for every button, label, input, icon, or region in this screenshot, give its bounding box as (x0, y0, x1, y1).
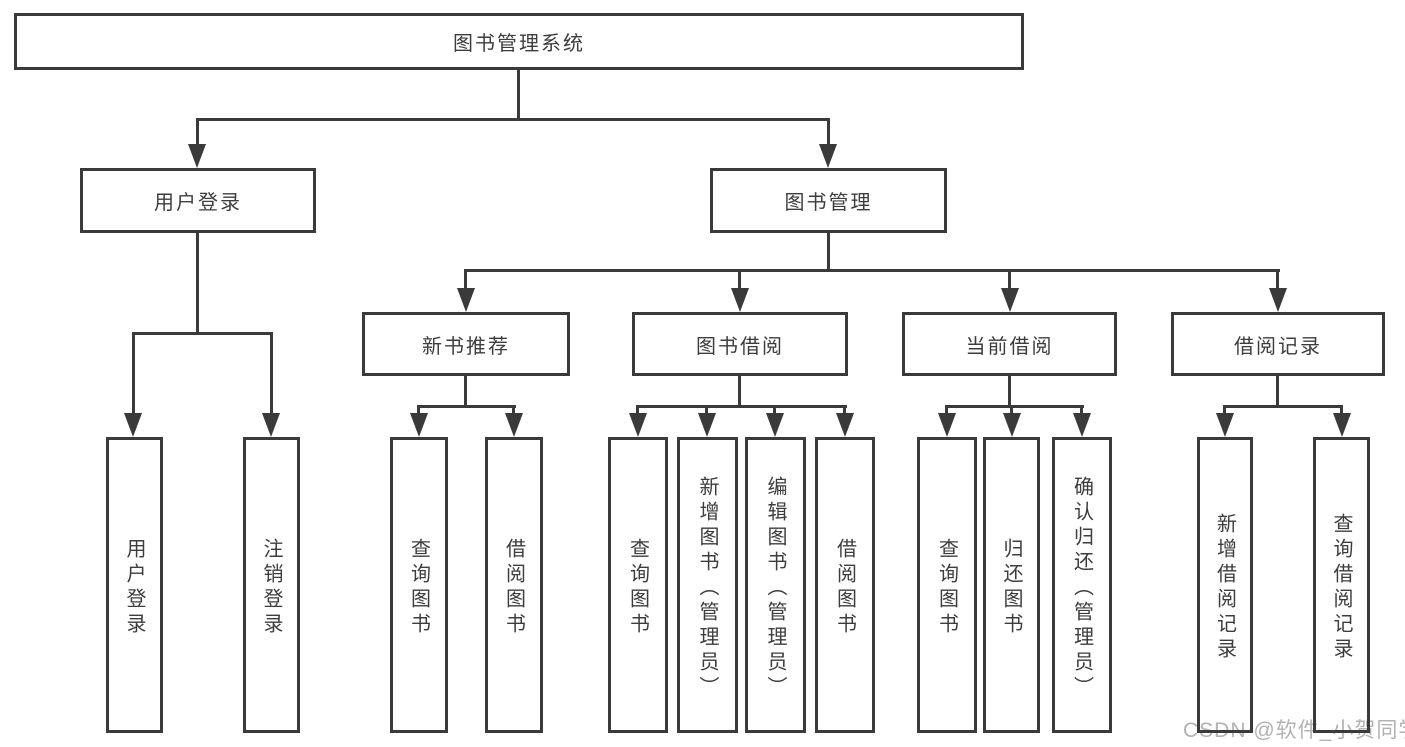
node-borrow-records-label: 借阅记录 (1234, 335, 1322, 358)
node-user-login-label: 用户登录 (154, 192, 242, 214)
node-current-borrow-label: 当前借阅 (965, 335, 1054, 358)
connector-line (517, 70, 520, 120)
connector-line (417, 405, 420, 415)
arrowhead-icon (1003, 413, 1021, 437)
node-book-management-label: 图书管理 (784, 192, 873, 214)
arrowhead-icon (188, 144, 206, 168)
leaf-logout: 注销登录 (243, 437, 300, 733)
leaf-user-login: 用户登录 (106, 437, 163, 733)
arrowhead-icon (1269, 288, 1287, 312)
leaf-bb-query-books-label: 查询图书 (626, 538, 649, 638)
leaf-br-add-record-label: 新增借阅记录 (1213, 513, 1236, 663)
leaf-bb-query-books: 查询图书 (608, 437, 668, 733)
arrowhead-icon (938, 413, 956, 437)
arrowhead-icon (836, 413, 854, 437)
arrowhead-icon (698, 413, 716, 437)
connector-line (843, 405, 846, 415)
leaf-cb-return-books-label: 归还图书 (1000, 538, 1022, 638)
node-root-label: 图书管理系统 (453, 33, 585, 55)
leaf-nb-query-books-label: 查询图书 (407, 538, 430, 638)
connector-line (464, 376, 467, 408)
connector-line (773, 405, 776, 415)
connector-line (945, 405, 1084, 408)
arrowhead-icon (819, 144, 837, 168)
leaf-logout-label: 注销登录 (260, 538, 282, 638)
csdn-watermark: CSDN @软件_小贺同学 (1183, 719, 1405, 742)
leaf-cb-query-books: 查询图书 (917, 437, 977, 733)
leaf-cb-return-books: 归还图书 (983, 437, 1040, 733)
leaf-bb-borrow-books-label: 借阅图书 (833, 538, 856, 638)
node-new-book-recommend-label: 新书推荐 (422, 335, 510, 358)
connector-line (827, 118, 830, 146)
arrowhead-icon (262, 413, 280, 437)
arrowhead-icon (410, 413, 428, 437)
connector-line (196, 118, 830, 121)
arrowhead-icon (1073, 413, 1091, 437)
connector-line (196, 233, 199, 335)
connector-line (1276, 269, 1279, 289)
leaf-br-query-record-label: 查询借阅记录 (1330, 513, 1352, 663)
leaf-cb-confirm-return-admin: 确认归还（管理员） (1052, 437, 1112, 733)
node-book-management: 图书管理 (710, 168, 947, 233)
connector-line (1080, 405, 1083, 415)
leaf-bb-add-books-admin-label: 新增图书（管理员） (696, 475, 718, 701)
connector-line (464, 269, 1280, 272)
connector-line (417, 405, 516, 408)
connector-line (945, 405, 948, 415)
connector-line (1223, 405, 1226, 415)
leaf-br-query-record: 查询借阅记录 (1313, 437, 1370, 733)
leaf-bb-edit-books-admin-label: 编辑图书（管理员） (764, 475, 786, 701)
connector-line (827, 233, 830, 272)
connector-line (636, 405, 847, 408)
connector-line (132, 332, 135, 414)
leaf-cb-confirm-return-admin-label: 确认归还（管理员） (1070, 475, 1093, 701)
connector-line (132, 332, 273, 335)
connector-line (1010, 405, 1013, 415)
leaf-bb-add-books-admin: 新增图书（管理员） (677, 437, 738, 733)
connector-line (270, 332, 273, 414)
connector-line (464, 269, 467, 289)
arrowhead-icon (629, 413, 647, 437)
arrowhead-icon (124, 413, 142, 437)
arrowhead-icon (1001, 288, 1019, 312)
connector-line (512, 405, 515, 415)
leaf-user-login-label: 用户登录 (123, 538, 145, 638)
arrowhead-icon (457, 288, 475, 312)
arrowhead-icon (505, 413, 523, 437)
node-book-borrow: 图书借阅 (632, 312, 848, 376)
node-book-borrow-label: 图书借阅 (696, 335, 784, 358)
connector-line (1223, 405, 1343, 408)
node-current-borrow: 当前借阅 (902, 312, 1117, 376)
leaf-nb-query-books: 查询图书 (390, 437, 448, 733)
node-root: 图书管理系统 (14, 13, 1024, 70)
node-new-book-recommend: 新书推荐 (362, 312, 570, 376)
arrowhead-icon (1216, 413, 1234, 437)
connector-line (1276, 376, 1279, 408)
connector-line (1008, 269, 1011, 289)
connector-line (738, 376, 741, 408)
node-borrow-records: 借阅记录 (1171, 312, 1385, 376)
connector-line (636, 405, 639, 415)
arrowhead-icon (766, 413, 784, 437)
connector-line (1340, 405, 1343, 415)
arrowhead-icon (731, 288, 749, 312)
leaf-nb-borrow-books: 借阅图书 (485, 437, 543, 733)
leaf-br-add-record: 新增借阅记录 (1197, 437, 1253, 733)
leaf-bb-edit-books-admin: 编辑图书（管理员） (745, 437, 806, 733)
leaf-cb-query-books-label: 查询图书 (935, 538, 958, 638)
connector-line (1008, 376, 1011, 408)
arrowhead-icon (1333, 413, 1351, 437)
connector-line (196, 118, 199, 146)
connector-line (738, 269, 741, 289)
leaf-bb-borrow-books: 借阅图书 (815, 437, 875, 733)
connector-line (705, 405, 708, 415)
leaf-nb-borrow-books-label: 借阅图书 (502, 538, 525, 638)
node-user-login: 用户登录 (80, 168, 316, 233)
